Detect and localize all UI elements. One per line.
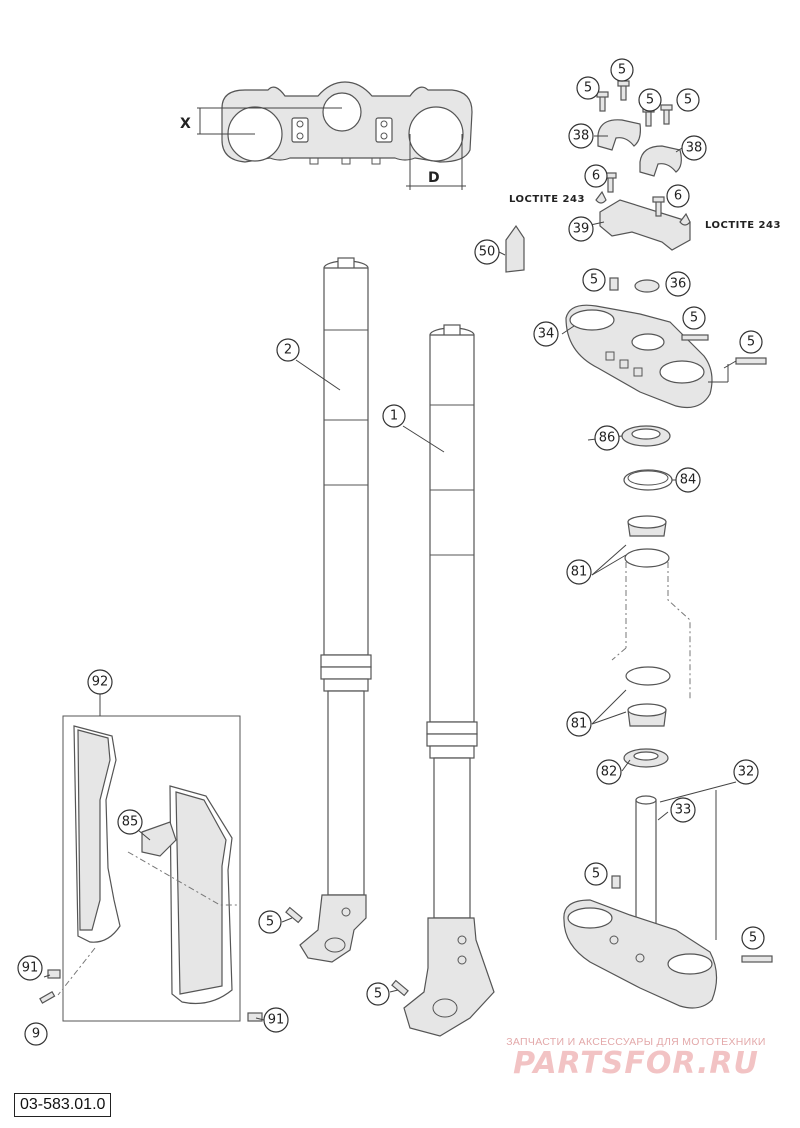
loctite-tube: [505, 224, 525, 273]
callout-label: 86: [599, 431, 616, 446]
upper-triple-clamp: [565, 277, 767, 409]
callout-85: 85: [117, 809, 143, 835]
callout-label: 6: [674, 189, 682, 204]
callout-label: 5: [690, 311, 698, 326]
callout-33: 33: [670, 797, 696, 823]
callout-92: 92: [87, 669, 113, 695]
callout-label: 38: [686, 141, 703, 156]
callout-label: 38: [573, 129, 590, 144]
callout-9: 9: [24, 1022, 48, 1046]
callout-label: 84: [680, 473, 697, 488]
callout-label: 5: [592, 867, 600, 882]
callout-label: 33: [675, 803, 692, 818]
fork-guard-set: [57, 715, 241, 1022]
callout-34: 34: [533, 321, 559, 347]
callout-label: 91: [268, 1013, 285, 1028]
callout-5: 5: [638, 88, 662, 112]
callout-label: 32: [738, 765, 755, 780]
callout-label: 91: [22, 961, 39, 976]
callout-5: 5: [682, 306, 706, 330]
callout-6: 6: [666, 184, 690, 208]
callout-91: 91: [17, 955, 43, 981]
handlebar-clamp-lower-bridge: [595, 172, 691, 251]
callout-32: 32: [733, 759, 759, 785]
fork-leg-2: [299, 257, 372, 963]
seal-ring-84: [623, 469, 673, 491]
callout-label: 34: [538, 327, 555, 342]
callout-1: 1: [382, 404, 406, 428]
callout-5: 5: [258, 910, 282, 934]
callout-38: 38: [681, 135, 707, 161]
lower-triple-clamp: [563, 795, 773, 1009]
callout-label: 81: [571, 717, 588, 732]
callout-label: 5: [747, 335, 755, 350]
loctite-label-right: LOCTITE 243: [705, 220, 781, 231]
dimension-x-label: X: [180, 116, 191, 132]
callout-91: 91: [263, 1007, 289, 1033]
callout-5: 5: [576, 76, 600, 100]
drawing-number: 03-583.01.0: [14, 1093, 112, 1117]
callout-label: 5: [618, 63, 626, 78]
callout-label: 82: [601, 765, 618, 780]
callout-5: 5: [366, 982, 390, 1006]
callout-label: 9: [32, 1027, 40, 1042]
steering-head-tube: [611, 562, 691, 700]
callout-50: 50: [474, 239, 500, 265]
callout-5: 5: [582, 268, 606, 292]
callout-label: 5: [266, 915, 274, 930]
handlebar-clamp-upper-left: [597, 119, 641, 151]
callout-81: 81: [566, 711, 592, 737]
callout-label: 5: [590, 273, 598, 288]
callout-5: 5: [610, 58, 634, 82]
callout-label: 81: [571, 565, 588, 580]
callout-38: 38: [568, 123, 594, 149]
axle-clamp-bolt-left: [285, 906, 303, 924]
callout-36: 36: [665, 271, 691, 297]
callout-5: 5: [676, 88, 700, 112]
callout-84: 84: [675, 467, 701, 493]
handlebar-clamp-upper-right: [639, 145, 682, 177]
dimension-d-label: D: [428, 170, 440, 186]
dust-seal-86: [621, 425, 671, 447]
callout-label: 1: [390, 409, 398, 424]
callout-label: 2: [284, 343, 292, 358]
callout-label: 5: [684, 93, 692, 108]
fork-leg-1: [403, 324, 495, 1037]
callout-5: 5: [741, 926, 765, 950]
seal-82: [623, 748, 669, 768]
callout-label: 5: [374, 987, 382, 1002]
callout-82: 82: [596, 759, 622, 785]
callout-5: 5: [739, 330, 763, 354]
callout-5: 5: [584, 862, 608, 886]
callout-label: 5: [646, 93, 654, 108]
callout-label: 36: [670, 277, 687, 292]
leader-lines: [43, 135, 737, 1021]
triple-clamp-dimension-view: X D: [180, 81, 473, 190]
callout-label: 85: [122, 815, 139, 830]
callout-label: 5: [584, 81, 592, 96]
callout-label: 92: [92, 675, 109, 690]
steering-bearing-lower: [625, 666, 671, 727]
callout-label: 5: [749, 931, 757, 946]
callout-2: 2: [276, 338, 300, 362]
callout-label: 39: [573, 222, 590, 237]
axle-clamp-bolt-right: [391, 979, 409, 997]
callout-81: 81: [566, 559, 592, 585]
guard-screw-washers: [39, 969, 263, 1022]
loctite-label-left: LOCTITE 243: [509, 194, 585, 205]
callout-label: 50: [479, 245, 496, 260]
callout-39: 39: [568, 216, 594, 242]
steering-bearing-upper: [624, 515, 670, 568]
callout-86: 86: [594, 425, 620, 451]
callout-6: 6: [584, 164, 608, 188]
callout-label: 6: [592, 169, 600, 184]
